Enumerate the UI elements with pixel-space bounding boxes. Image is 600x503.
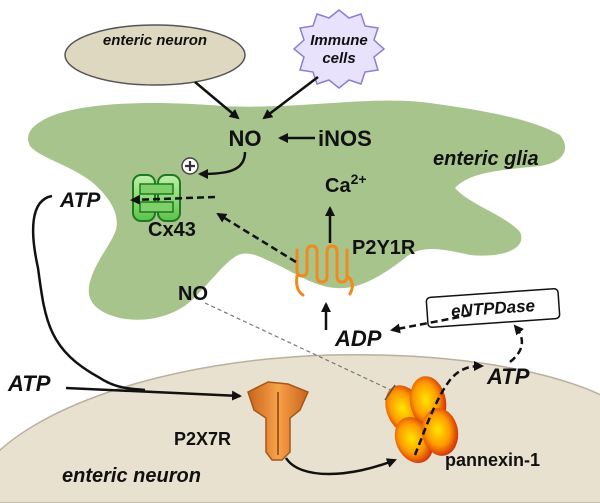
arrow-p2x7r-to-pannexin bbox=[284, 457, 397, 476]
p2x7r-receptor bbox=[247, 381, 310, 461]
no-diffusion-label: NO bbox=[178, 283, 208, 305]
arrow-pannexin-to-atp bbox=[413, 361, 484, 456]
enteric-neuron-top-label: enteric neuron bbox=[103, 32, 207, 49]
calcium-label: Ca2+ bbox=[325, 171, 367, 197]
no-label: NO bbox=[229, 126, 262, 151]
atp-right-label: ATP bbox=[486, 364, 530, 389]
pannexin-channel bbox=[385, 376, 459, 464]
arrow-no-to-cx43 bbox=[198, 151, 247, 179]
atp-extracellular-label: ATP bbox=[7, 371, 51, 396]
pannexin-label: pannexin-1 bbox=[445, 450, 540, 470]
p2y1r-label: P2Y1R bbox=[352, 237, 416, 259]
adp-label: ADP bbox=[334, 326, 382, 351]
enteric-neuron-bottom-label: enteric neuron bbox=[62, 465, 201, 487]
cx43-channel bbox=[132, 174, 181, 222]
enteric-glia-label: enteric glia bbox=[433, 148, 539, 170]
arrow-p2y1r-to-cx43 bbox=[216, 212, 297, 264]
plus-icon bbox=[181, 157, 199, 175]
entpdase-box bbox=[425, 287, 561, 329]
arrow-immune-to-no bbox=[262, 76, 319, 120]
arrow-atp-to-entpdase bbox=[509, 324, 524, 363]
immune-cells-label-line1: Immune bbox=[310, 32, 368, 49]
inos-label: iNOS bbox=[318, 126, 372, 151]
curved-atp-line bbox=[31, 194, 146, 392]
atp-released-label: ATP bbox=[59, 189, 101, 212]
arrow-entpdase-to-adp bbox=[390, 313, 471, 334]
arrow-neuron-to-no bbox=[194, 81, 240, 120]
p2x7r-label: P2X7R bbox=[174, 429, 231, 449]
cx43-label: Cx43 bbox=[148, 219, 196, 241]
enteric-glia-cell bbox=[28, 100, 566, 320]
membrane-tick bbox=[384, 384, 396, 401]
immune-cells-shape bbox=[292, 9, 386, 89]
arrow-atp-to-p2x7r bbox=[65, 386, 242, 401]
arrow-cx43-to-atp bbox=[130, 194, 216, 205]
immune-cells-label-line2: cells bbox=[322, 50, 355, 67]
enteric-neuron-top bbox=[64, 24, 246, 86]
p2y1r-receptor bbox=[295, 244, 354, 297]
